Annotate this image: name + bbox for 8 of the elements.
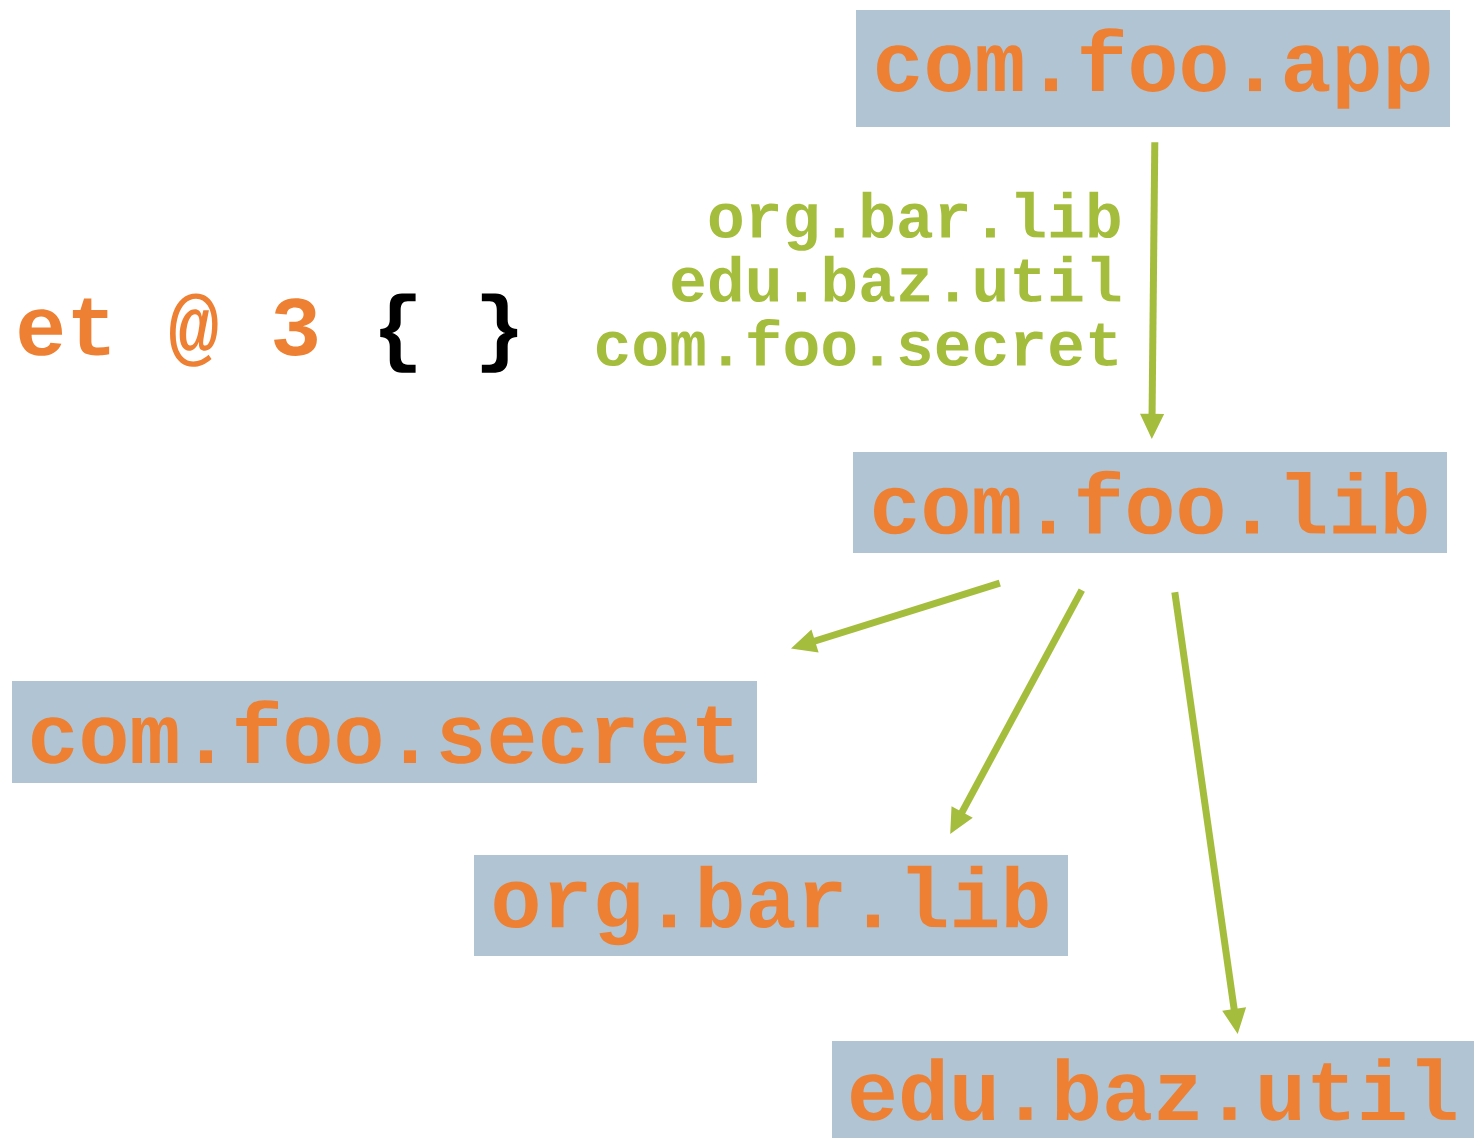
package-box: com.foo.lib xyxy=(853,452,1447,553)
package-box: org.bar.lib xyxy=(474,855,1068,956)
code-text: { } xyxy=(380,293,518,373)
edge-label: org.bar.lib edu.baz.util com.foo.secret xyxy=(596,191,1121,367)
package-box: com.foo.app xyxy=(856,10,1450,127)
package-box: edu.baz.util xyxy=(832,1041,1474,1138)
code-text: et @ 3 xyxy=(19,293,317,367)
package-box: com.foo.secret xyxy=(12,681,757,783)
